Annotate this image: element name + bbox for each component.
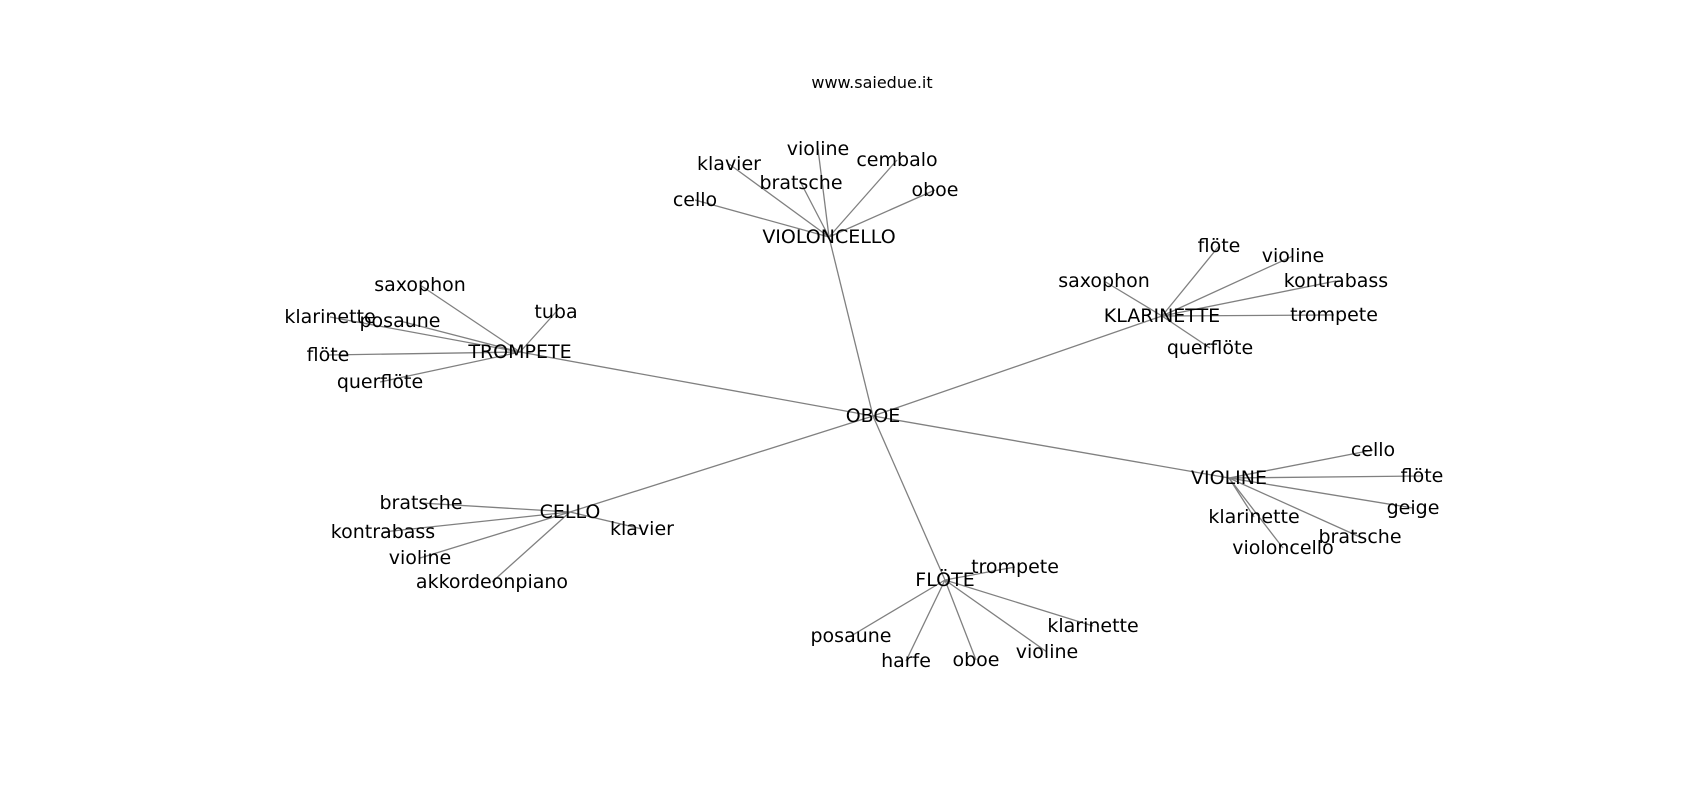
leaf-node-cello-kontrabass: kontrabass	[331, 521, 435, 543]
edge-klarinette-querfloete	[1161, 315, 1211, 349]
leaf-node-violoncello-klavier: klavier	[697, 153, 761, 175]
edge-floete-violine	[944, 579, 1048, 653]
leaf-node-cello-bratsche: bratsche	[379, 492, 462, 514]
edge-violine-floete	[1228, 475, 1423, 479]
leaf-node-violine-klarinette: klarinette	[1208, 506, 1299, 528]
leaf-node-trompete-saxophon: saxophon	[374, 274, 466, 296]
edge-trompete-posaune	[399, 320, 521, 353]
leaf-node-violine-violoncello: violoncello	[1232, 537, 1333, 559]
leaf-node-violoncello-cembalo: cembalo	[856, 149, 937, 171]
edge-trompete-tuba	[519, 311, 557, 353]
edge-oboe-trompete	[519, 351, 874, 417]
leaf-node-floete-posaune: posaune	[810, 625, 891, 647]
edge-floete-harfe	[905, 579, 946, 662]
leaf-node-trompete-querfloete: querflöte	[337, 371, 423, 393]
leaf-node-violine-floete: flöte	[1401, 465, 1444, 487]
leaf-node-klarinette-kontrabass: kontrabass	[1284, 270, 1388, 292]
leaf-node-trompete-tuba: tuba	[534, 301, 577, 323]
leaf-node-floete-trompete: trompete	[971, 556, 1059, 578]
leaf-node-klarinette-saxophon: saxophon	[1058, 270, 1150, 292]
edge-klarinette-floete	[1161, 245, 1220, 317]
edge-cello-violine	[419, 511, 571, 559]
edge-violoncello-oboe	[828, 189, 936, 238]
leaf-node-klarinette-violine: violine	[1262, 245, 1324, 267]
edge-violine-bratsche	[1228, 477, 1361, 538]
edge-klarinette-kontrabass	[1161, 280, 1337, 317]
leaf-node-klarinette-trompete: trompete	[1290, 304, 1378, 326]
leaf-node-cello-akkordeonpiano: akkordeonpiano	[416, 571, 568, 593]
leaf-node-violine-cello: cello	[1351, 439, 1395, 461]
edge-oboe-klarinette	[872, 315, 1163, 417]
root-node-label: OBOE	[846, 405, 901, 427]
edge-cello-klavier	[569, 511, 643, 530]
edge-floete-trompete	[944, 566, 1016, 581]
edges-layer	[327, 148, 1423, 662]
hub-node-klarinette: KLARINETTE	[1104, 305, 1220, 327]
leaf-node-trompete-posaune: posaune	[359, 310, 440, 332]
edge-floete-posaune	[850, 579, 946, 637]
leaf-node-violine-geige: geige	[1387, 497, 1440, 519]
edge-trompete-klarinette	[329, 316, 521, 353]
edge-violoncello-violine	[817, 148, 830, 238]
leaf-node-violoncello-oboe: oboe	[912, 179, 959, 201]
edge-oboe-floete	[872, 415, 946, 581]
leaf-node-klarinette-querfloete: querflöte	[1167, 337, 1253, 359]
edge-klarinette-violine	[1161, 255, 1294, 317]
edge-cello-kontrabass	[382, 511, 571, 533]
edge-violine-geige	[1228, 477, 1414, 509]
leaf-node-trompete-klarinette: klarinette	[284, 306, 375, 328]
edge-klarinette-saxophon	[1103, 280, 1163, 317]
leaf-node-klarinette-floete: flöte	[1198, 235, 1241, 257]
edge-oboe-cello	[569, 415, 874, 513]
edge-trompete-floete	[327, 351, 521, 356]
edge-violoncello-klavier	[728, 163, 830, 238]
labels-layer: OBOE VIOLONCELLO klavier violine cembalo brat…	[284, 138, 1443, 672]
edge-floete-klarinette	[944, 579, 1094, 627]
edge-violoncello-cembalo	[828, 159, 898, 238]
leaf-node-floete-violine: violine	[1016, 641, 1078, 663]
leaf-node-cello-klavier: klavier	[610, 518, 674, 540]
edge-trompete-querfloete	[379, 351, 521, 383]
hub-node-trompete: TROMPETE	[467, 341, 571, 363]
edge-floete-oboe	[944, 579, 977, 661]
leaf-node-floete-harfe: harfe	[881, 650, 931, 672]
hub-node-floete: FLÖTE	[915, 568, 974, 591]
edge-oboe-violine	[872, 415, 1230, 479]
edge-violine-cello	[1228, 449, 1374, 479]
edge-violoncello-bratsche	[800, 182, 830, 238]
edge-violoncello-cello	[694, 199, 830, 238]
leaf-node-violoncello-cello: cello	[673, 189, 717, 211]
edge-violine-violoncello	[1228, 477, 1284, 549]
leaf-node-trompete-floete: flöte	[307, 344, 350, 366]
leaf-node-violoncello-violine: violine	[787, 138, 849, 160]
leaf-node-floete-klarinette: klarinette	[1047, 615, 1138, 637]
leaf-node-violine-bratsche: bratsche	[1318, 526, 1401, 548]
leaf-node-floete-oboe: oboe	[953, 649, 1000, 671]
edge-oboe-violoncello	[828, 236, 874, 417]
edge-klarinette-trompete	[1161, 314, 1335, 317]
site-watermark-label: www.saiedue.it	[811, 73, 932, 92]
hub-node-violine: VIOLINE	[1191, 467, 1267, 489]
hub-node-cello: CELLO	[540, 501, 601, 523]
leaf-node-cello-violine: violine	[389, 547, 451, 569]
edge-cello-akkordeonpiano	[491, 511, 571, 583]
hub-node-violoncello: VIOLONCELLO	[762, 226, 895, 248]
leaf-node-violoncello-bratsche: bratsche	[759, 172, 842, 194]
edge-trompete-saxophon	[419, 284, 521, 353]
edge-cello-bratsche	[420, 502, 571, 513]
edge-violine-klarinette	[1228, 477, 1255, 518]
